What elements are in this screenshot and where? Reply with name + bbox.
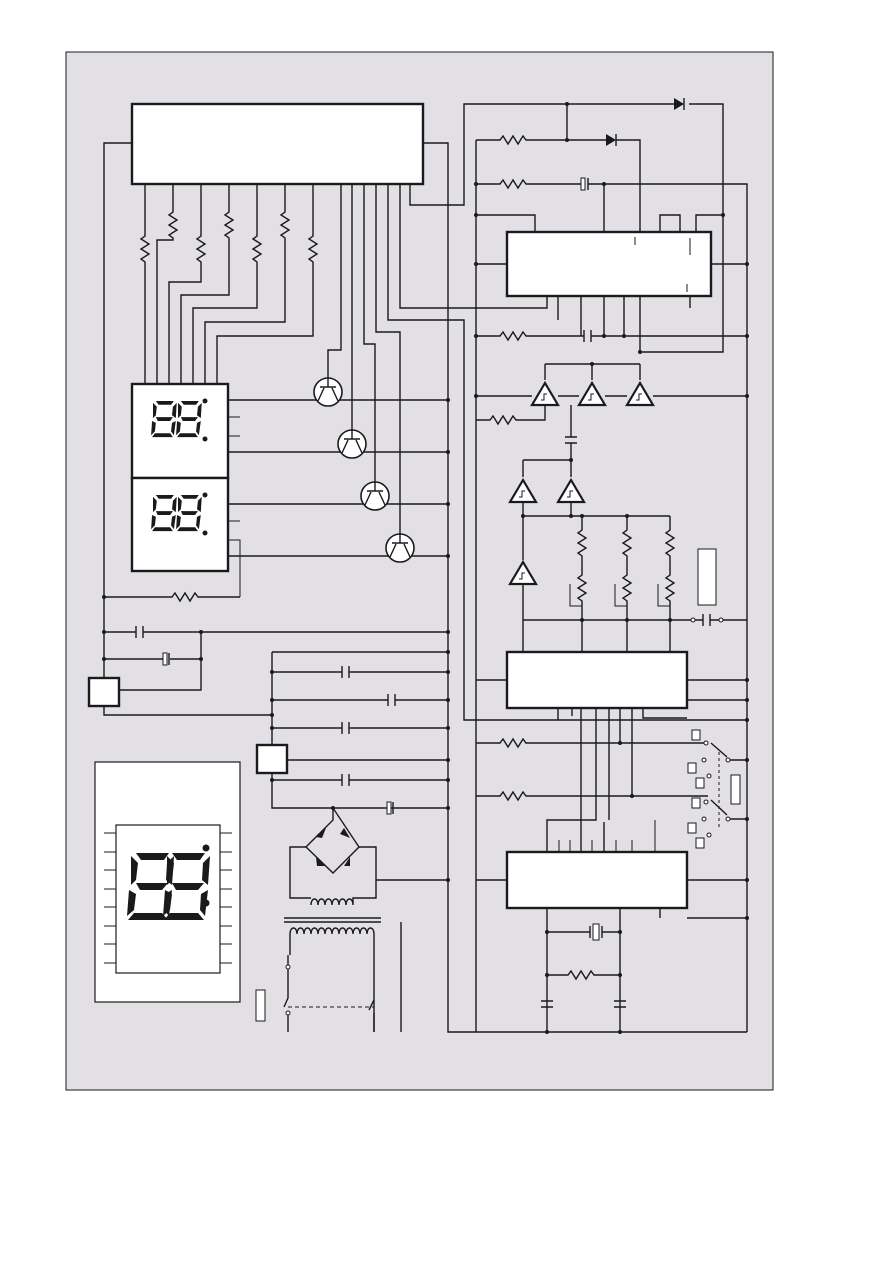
display-detail-digits <box>0 0 210 920</box>
counter-ic-middle <box>505 650 689 710</box>
junction-dots <box>102 102 749 1034</box>
segment-resistor-bank <box>139 184 319 384</box>
wire-digit-drive-1 <box>327 184 342 378</box>
mains-switch <box>255 955 375 1032</box>
digit-transistors <box>313 377 415 563</box>
led-display-upper <box>130 382 230 480</box>
transformer <box>284 880 402 1032</box>
diode-top <box>674 98 684 110</box>
wire-ic-right-2 <box>409 103 675 206</box>
wire-digit-drive-3 <box>363 184 376 482</box>
timer-ic <box>505 230 713 298</box>
schmitt-trigger-row1 <box>530 380 655 407</box>
display-digits-upper <box>151 398 208 442</box>
connector-block <box>697 548 717 606</box>
capacitor-left-1 <box>104 626 448 638</box>
regulator-left <box>87 676 121 708</box>
diode-mid <box>606 134 616 146</box>
mode-switches <box>687 729 741 849</box>
keypad-resistors <box>569 516 676 652</box>
wire-left-rail <box>103 142 272 716</box>
wire-ic-right <box>423 142 747 1033</box>
bridge-rectifier <box>289 805 448 899</box>
crystal-oscillator <box>541 908 626 1032</box>
display-detail-pins <box>104 832 232 964</box>
wire-digit-drive-4 <box>375 184 401 534</box>
display-digits-lower <box>151 492 208 536</box>
counter-ic-lower <box>505 850 689 910</box>
main-controller-ic <box>130 102 425 186</box>
resistor-display-bias <box>104 591 240 603</box>
wire-ic-pin-b <box>399 184 548 309</box>
regulator-power <box>255 743 289 775</box>
